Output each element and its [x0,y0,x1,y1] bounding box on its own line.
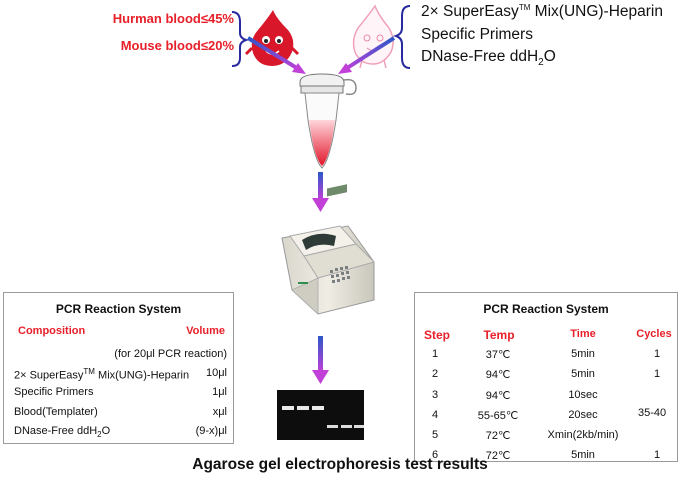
left-row-volume: 10μl [205,367,227,379]
human-blood-label: Hurman blood≤45% [112,11,234,26]
subscript-2: 2 [97,430,102,440]
composition-header: Composition [18,325,86,337]
gel-caption: Agarose gel electrophoresis test results [192,456,488,473]
right-row-temp: 94℃ [485,390,511,402]
right-row-temp: 72℃ [485,430,511,442]
right-row-time: 5min [571,368,595,380]
left-pcr-table: PCR Reaction System Composition Volume (… [3,292,234,444]
left-row-volume: xμl [212,406,227,418]
right-row-step: 6 [431,449,439,461]
right-row-step: 1 [431,348,439,360]
agarose-gel-image [277,390,364,440]
left-row-name: Blood(Templater) [14,406,98,418]
row-name-text: DNase-Free ddH [14,425,98,437]
pcr-tube-icon [299,73,357,169]
pcr-machine-icon [281,184,375,315]
temp-header: Temp [483,328,515,342]
reagent-mix: 2× SuperEasyTM Mix(UNG)-Heparin [421,3,663,21]
arrow-reagent-to-tube [342,36,396,72]
cycles-header: Cycles [636,328,672,340]
reagent-water: DNase-Free ddH2O [421,48,556,68]
reagent-mix-suffix: Mix(UNG)-Heparin [530,3,663,21]
right-row-step: 5 [431,429,439,441]
trademark: TM [83,367,95,376]
right-row-cycles: 1 [653,348,661,360]
right-row-time: 5min [571,348,595,360]
time-header: Time [570,328,596,340]
reagent-mix-name: 2× SuperEasy [421,3,519,21]
right-row-step: 3 [431,389,439,401]
arrow-blood-to-tube [246,36,302,72]
right-row-step: 4 [431,409,439,421]
blood-brace [231,11,250,67]
row-name-suffix: O [101,425,111,437]
left-row-volume: 1μl [212,386,227,398]
right-row-temp: 72℃ [485,450,511,462]
step-header: Step [423,328,450,342]
right-row-temp: 94℃ [485,369,511,381]
reagent-primers: Specific Primers [421,26,533,44]
left-row-name: 2× SuperEasyTM Mix(UNG)-Heparin [14,367,189,382]
subscript-2: 2 [538,57,544,69]
row-name-text: Specific Primers [14,386,94,398]
right-row-temp: 55-65℃ [477,410,519,422]
mouse-blood-label: Mouse blood≤20% [120,38,234,53]
reagent-water-name: DNase-Free ddH [421,48,539,65]
trademark: TM [518,3,531,12]
row-name-text: Blood(Templater) [14,406,98,418]
row-name-text: 2× SuperEasy [14,369,84,382]
reagent-water-suffix: O [543,48,556,65]
left-row-name: Specific Primers [14,386,93,398]
right-pcr-table: PCR Reaction System Step Temp Time Cycle… [414,292,678,462]
left-row-name: DNase-Free ddH2O [14,425,110,439]
grouped-cycles: 35-40 [638,407,667,419]
left-row-volume: (9-x)μl [195,425,227,437]
right-table-title: PCR Reaction System [483,302,609,316]
right-row-time: 20sec [568,409,598,421]
volume-header: Volume [186,325,225,337]
right-row-cycles: 1 [653,368,661,380]
left-table-title: PCR Reaction System [55,302,182,316]
reagent-brace [392,5,411,69]
right-row-time: 5min [571,449,595,461]
right-row-time: 10sec [568,389,598,401]
right-row-time: Xmin(2kb/min) [547,429,619,441]
right-row-cycles: 1 [653,449,661,461]
reaction-note: (for 20μl PCR reaction) [114,348,227,360]
right-row-temp: 37℃ [485,349,511,361]
right-row-step: 2 [431,368,439,380]
reagent-primers-name: Specific Primers [421,26,533,43]
row-name-suffix: Mix(UNG)-Heparin [94,369,190,382]
blood-drop-icon [244,10,300,66]
